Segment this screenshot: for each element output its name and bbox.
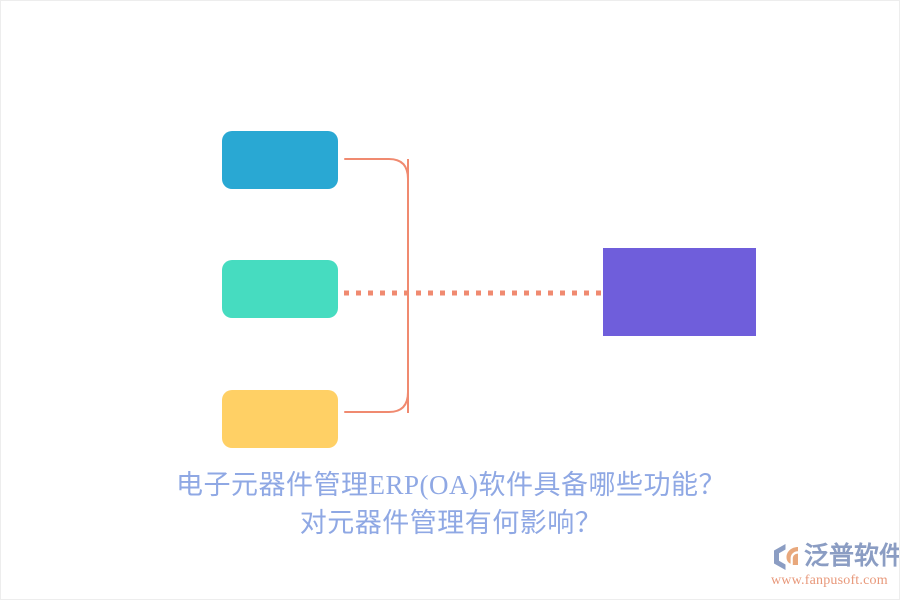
- fanpu-logo-icon: [774, 544, 798, 570]
- flow-diagram: [1, 1, 899, 461]
- page-title-line-1: 电子元器件管理ERP(OA)软件具备哪些功能？: [176, 470, 726, 500]
- page-title-line-2: 对元器件管理有何影响？: [299, 508, 603, 539]
- node-teal[interactable]: [222, 260, 338, 318]
- connector-layer: [344, 158, 605, 413]
- connector-blue-to-trunk: [344, 158, 409, 180]
- brand-url: www.fanpusoft.com: [771, 573, 888, 588]
- brand-logo: 泛普软件 www.fanpusoft.com: [771, 540, 899, 594]
- node-purple[interactable]: [603, 248, 756, 336]
- brand-name: 泛普软件: [804, 543, 900, 570]
- node-blue[interactable]: [222, 131, 338, 189]
- page-title: 电子元器件管理ERP(OA)软件具备哪些功能？ 对元器件管理有何影响？: [1, 466, 899, 543]
- brand-logo-row: 泛普软件: [771, 540, 899, 574]
- connector-yellow-to-trunk: [344, 391, 409, 413]
- node-yellow[interactable]: [222, 390, 338, 448]
